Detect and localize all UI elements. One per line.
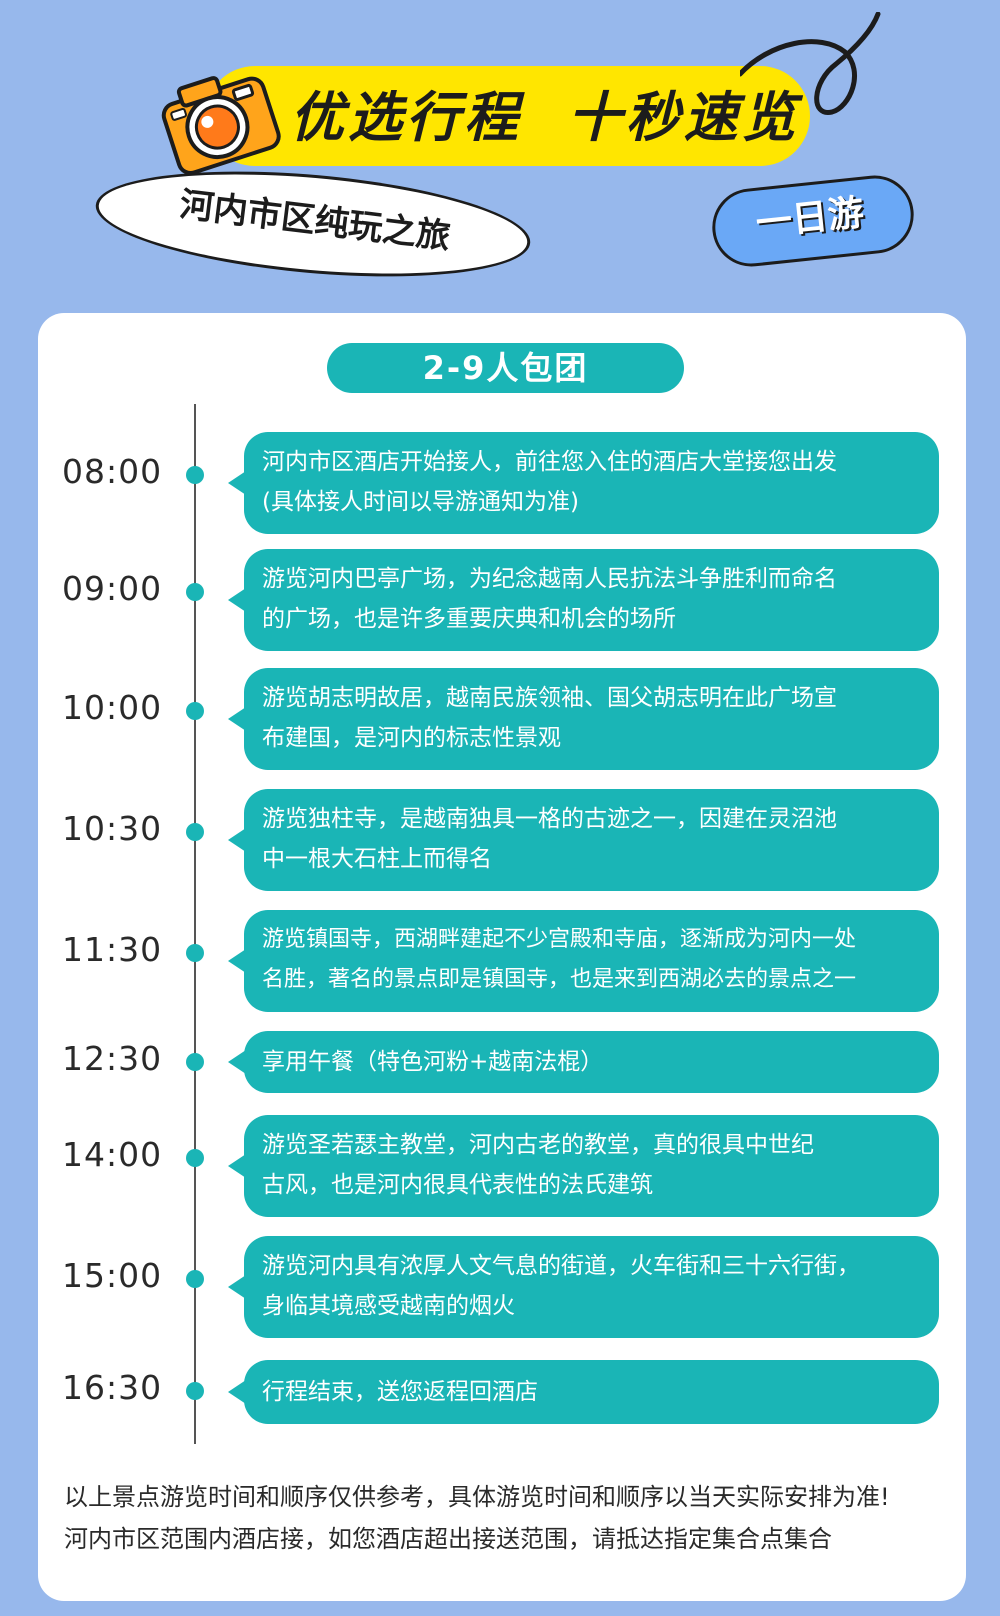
itinerary-bubble: 游览河内巴亭广场，为纪念越南人民抗法斗争胜利而命名 的广场，也是许多重要庆典和机… <box>228 549 939 651</box>
timeline-dot <box>186 1053 204 1071</box>
camera-icon <box>161 76 281 175</box>
group-size-badge: 2-9人包团 <box>327 343 684 393</box>
itinerary-text: 游览圣若瑟主教堂，河内古老的教堂，真的很具中世纪 <box>262 1132 814 1158</box>
itinerary-text: 中一根大石柱上而得名 <box>262 846 492 872</box>
itinerary-text: 游览独柱寺，是越南独具一格的古迹之一，因建在灵沼池 <box>262 806 837 832</box>
itinerary-time: 16:30 <box>62 1368 163 1407</box>
title-banner <box>205 66 810 166</box>
itinerary-text: 身临其境感受越南的烟火 <box>262 1293 515 1319</box>
note-line: 河内市区范围内酒店接，如您酒店超出接送范围，请抵达指定集合点集合 <box>64 1525 832 1553</box>
itinerary-bubble: 行程结束，送您返程回酒店 <box>228 1360 939 1424</box>
itinerary-text: 行程结束，送您返程回酒店 <box>262 1379 538 1405</box>
itinerary-bubble: 享用午餐（特色河粉+越南法棍） <box>228 1031 939 1093</box>
timeline-dot <box>186 1382 204 1400</box>
itinerary-time: 14:00 <box>62 1135 163 1174</box>
footer-notes: 以上景点游览时间和顺序仅供参考，具体游览时间和顺序以当天实际安排为准! 河内市区… <box>64 1476 944 1560</box>
itinerary-text: 享用午餐（特色河粉+越南法棍） <box>262 1049 604 1075</box>
itinerary-time: 09:00 <box>62 569 163 608</box>
timeline-dot <box>186 823 204 841</box>
itinerary-text: 的广场，也是许多重要庆典和机会的场所 <box>262 606 676 632</box>
squiggle-icon <box>740 12 881 115</box>
itinerary-bubble: 游览镇国寺，西湖畔建起不少宫殿和寺庙，逐渐成为河内一处 名胜，著名的景点即是镇国… <box>228 910 939 1012</box>
timeline-dot <box>186 1149 204 1167</box>
itinerary-text: 游览镇国寺，西湖畔建起不少宫殿和寺庙，逐渐成为河内一处 <box>262 927 857 952</box>
itinerary-text: 河内市区酒店开始接人，前往您入住的酒店大堂接您出发 <box>262 449 837 475</box>
timeline-dot <box>186 583 204 601</box>
banner-title: 优选行程 十秒速览 <box>290 86 800 149</box>
itinerary-time: 10:30 <box>62 809 163 848</box>
note-line: 以上景点游览时间和顺序仅供参考，具体游览时间和顺序以当天实际安排为准! <box>64 1483 890 1511</box>
itinerary-bubble: 游览圣若瑟主教堂，河内古老的教堂，真的很具中世纪 古风，也是河内很具代表性的法氏… <box>228 1115 939 1217</box>
itinerary-text: 游览胡志明故居，越南民族领袖、国父胡志明在此广场宣 <box>262 685 837 711</box>
itinerary-text: (具体接人时间以导游通知为准) <box>262 489 579 515</box>
timeline-dot <box>186 1270 204 1288</box>
timeline-line <box>194 404 196 1444</box>
itinerary-text: 游览河内具有浓厚人文气息的街道，火车街和三十六行街， <box>262 1253 860 1279</box>
itinerary-time: 11:30 <box>62 930 163 969</box>
itinerary-time: 12:30 <box>62 1039 163 1078</box>
itinerary-text: 古风，也是河内很具代表性的法氏建筑 <box>262 1172 653 1198</box>
timeline-dot <box>186 702 204 720</box>
itinerary-bubble: 河内市区酒店开始接人，前往您入住的酒店大堂接您出发 (具体接人时间以导游通知为准… <box>228 432 939 534</box>
itinerary-bubble: 游览河内具有浓厚人文气息的街道，火车街和三十六行街， 身临其境感受越南的烟火 <box>228 1236 939 1338</box>
timeline-dot <box>186 466 204 484</box>
itinerary-text: 名胜，著名的景点即是镇国寺，也是来到西湖必去的景点之一 <box>262 967 857 992</box>
itinerary-text: 布建国，是河内的标志性景观 <box>262 725 561 751</box>
timeline-dot <box>186 944 204 962</box>
itinerary-time: 15:00 <box>62 1256 163 1295</box>
itinerary-bubble: 游览胡志明故居，越南民族领袖、国父胡志明在此广场宣 布建国，是河内的标志性景观 <box>228 668 939 770</box>
itinerary-text: 游览河内巴亭广场，为纪念越南人民抗法斗争胜利而命名 <box>262 566 837 592</box>
itinerary-time: 08:00 <box>62 452 163 491</box>
itinerary-bubble: 游览独柱寺，是越南独具一格的古迹之一，因建在灵沼池 中一根大石柱上而得名 <box>228 789 939 891</box>
itinerary-time: 10:00 <box>62 688 163 727</box>
